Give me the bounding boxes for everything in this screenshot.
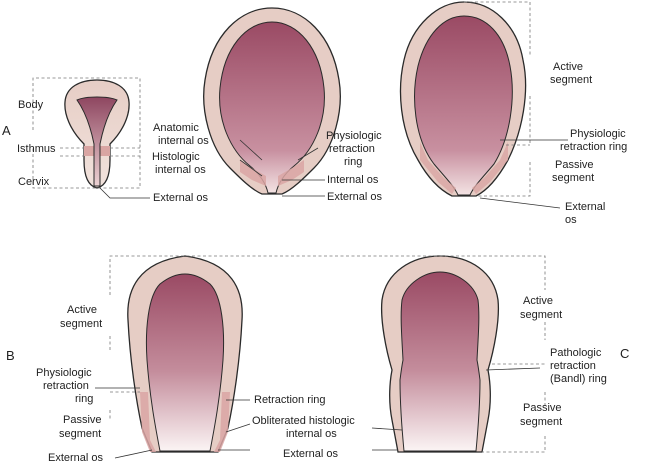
label-retraction-ring: Retraction ring — [254, 394, 326, 406]
label-active-tr-2: segment — [550, 74, 592, 86]
label-pathologic-2: retraction — [550, 360, 596, 372]
label-internal-os: Internal os — [327, 174, 379, 186]
label-passive-b-1: Passive — [63, 414, 102, 426]
leader-lines — [95, 139, 568, 459]
label-histologic-1: Histologic — [152, 151, 200, 163]
label-external-tr-2: os — [565, 214, 577, 226]
label-passive-tr-2: segment — [552, 172, 594, 184]
label-anatomic-1: Anatomic — [153, 122, 199, 134]
panel-c-label: C — [620, 346, 629, 361]
label-anatomic-2: internal os — [158, 135, 209, 147]
label-external-tr-1: External — [565, 201, 605, 213]
uterus-bandl-ring — [380, 255, 500, 453]
label-external-os-mid: External os — [327, 191, 383, 203]
panel-b-label: B — [6, 348, 15, 363]
passive-band-b-left — [140, 392, 156, 452]
label-physiologic-b-1: Physiologic — [36, 367, 92, 379]
label-active-b-1: Active — [67, 304, 97, 316]
label-active-c-1: Active — [523, 295, 553, 307]
lower-segment-band-left — [240, 160, 266, 186]
label-passive-tr-1: Passive — [555, 159, 594, 171]
panel-a-label: A — [2, 123, 11, 138]
label-body: Body — [18, 99, 44, 111]
uterus-nonpregnant — [64, 79, 130, 189]
passive-band-left — [420, 142, 456, 194]
label-physiologic-tr-1: Physiologic — [570, 128, 626, 140]
label-passive-c-1: Passive — [523, 402, 562, 414]
label-physiologic-mid-3: ring — [344, 156, 362, 168]
labels: A B C Body Isthmus Cervix Anatomic inter… — [2, 61, 629, 464]
label-physiologic-mid-1: Physiologic — [326, 130, 382, 142]
label-physiologic-mid-2: retraction — [329, 143, 375, 155]
label-obliterated-1: Obliterated histologic — [252, 415, 355, 427]
passive-band-right — [472, 142, 508, 194]
uterus-active-labor — [399, 1, 527, 197]
label-histologic-2: internal os — [155, 164, 206, 176]
label-obliterated-2: internal os — [286, 428, 337, 440]
label-isthmus: Isthmus — [17, 143, 56, 155]
label-physiologic-b-2: retraction — [43, 380, 89, 392]
dashed-guides — [32, 1, 546, 453]
label-active-b-2: segment — [60, 318, 102, 330]
label-external-os-b: External os — [48, 452, 104, 464]
label-physiologic-tr-2: retraction ring — [560, 141, 627, 153]
label-external-os-a: External os — [153, 192, 209, 204]
label-cervix: Cervix — [18, 176, 50, 188]
label-passive-b-2: segment — [59, 428, 101, 440]
uterus-early-labor — [203, 7, 341, 195]
label-passive-c-2: segment — [520, 416, 562, 428]
label-physiologic-b-3: ring — [75, 393, 93, 405]
label-pathologic-1: Pathologic — [550, 347, 602, 359]
label-external-os-bc: External os — [283, 448, 339, 460]
label-active-tr-1: Active — [553, 61, 583, 73]
passive-band-b-right — [214, 392, 230, 452]
label-active-c-2: segment — [520, 309, 562, 321]
lower-segment-band-right — [278, 160, 304, 186]
uterus-second-stage — [127, 255, 243, 453]
label-pathologic-3: (Bandl) ring — [550, 373, 607, 385]
